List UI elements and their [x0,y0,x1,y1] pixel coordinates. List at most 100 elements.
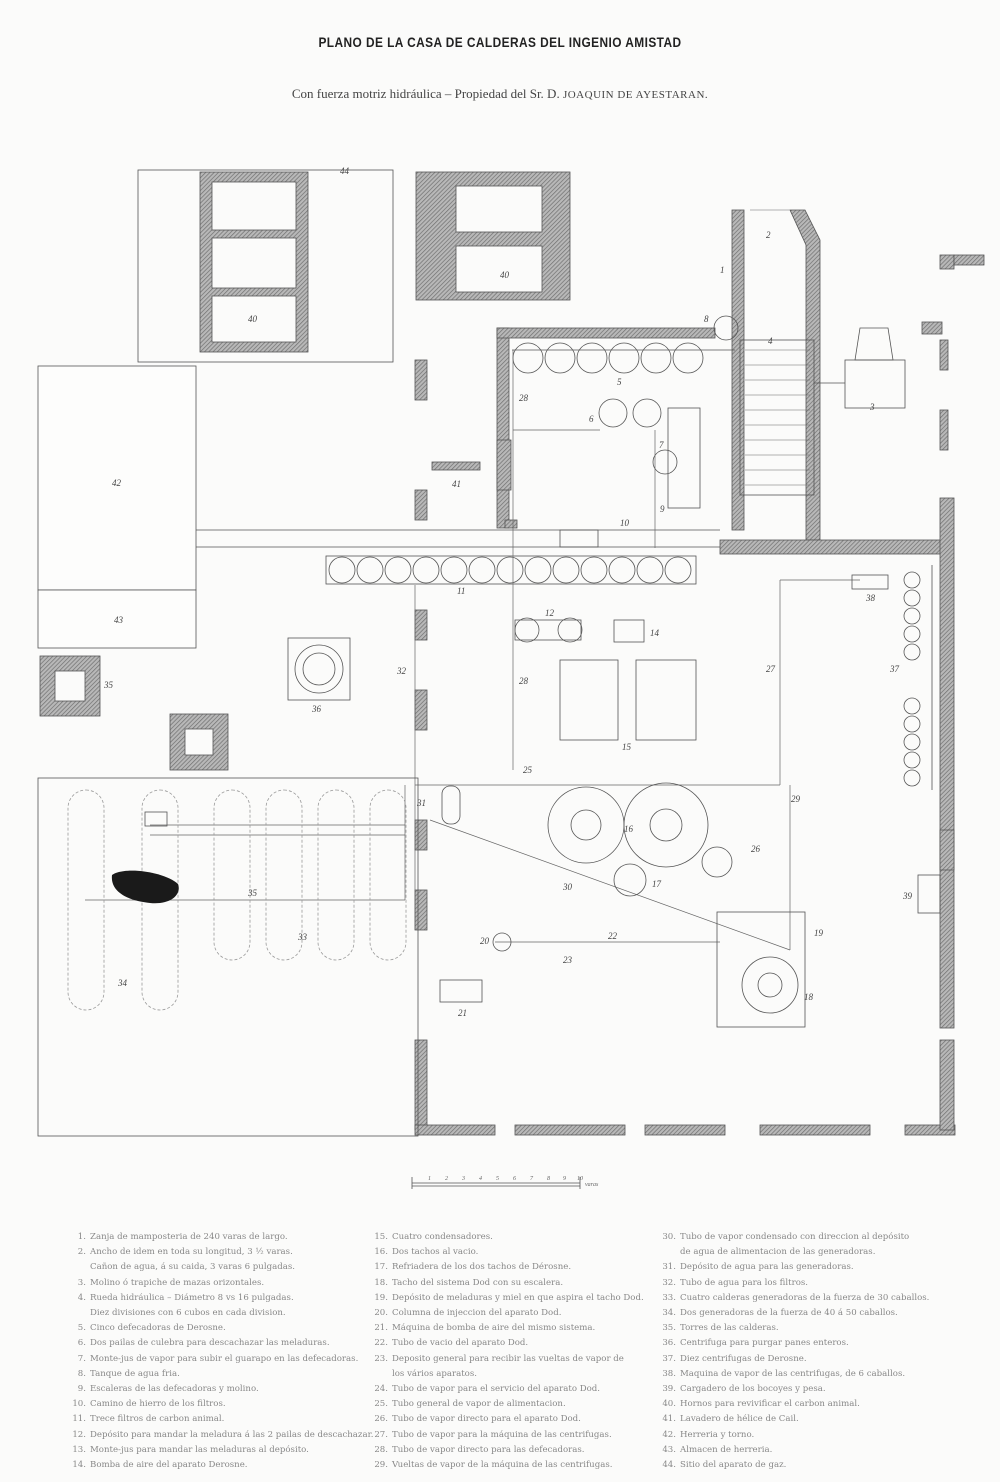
label-38: 38 [865,593,876,603]
legend-number: 29. [374,1460,388,1471]
legend-text: Tubo de vapor para el servicio del apara… [392,1384,601,1395]
legend-number: 40. [662,1399,676,1410]
legend-text: Vueltas de vapor de la máquina de las ce… [392,1460,613,1471]
legend-number: 44. [662,1460,676,1471]
label-8: 8 [704,314,709,324]
legend-text: Escaleras de las defecadoras y molino. [90,1384,259,1395]
legend-text: Sitio del aparato de gaz. [680,1460,787,1471]
legend-item: 19.Depósito de meladuras y miel en que a… [372,1291,643,1306]
legend-text: Dos generadoras de la fuerza de 40 á 50 … [680,1308,898,1319]
legend-number: 7. [77,1353,86,1364]
legend-text: Rueda hidráulica – Diámetro 8 vs 16 pulg… [90,1292,294,1303]
label-14: 14 [650,628,660,638]
legend-text: Ancho de idem en toda su longitud, 3 ½ v… [90,1247,293,1258]
vacuum-pan [547,786,625,864]
label-11: 11 [457,586,465,596]
legend-item: 40. Hornos para revivificar el carbon ani… [660,1397,929,1412]
legend-text: Camino de hierro de los filtros. [90,1399,226,1410]
legend-item: 44. Sitio del aparato de gaz. [660,1458,929,1473]
label-30: 30 [562,882,573,892]
legend-text: Depósito para mandar la meladura á las 2… [90,1429,374,1440]
legend-number: 11. [72,1414,86,1425]
label-10: 10 [620,518,630,528]
water-wheel [739,339,815,496]
vacuum-pan [623,782,709,868]
label-32: 32 [396,666,407,676]
legend-text: Cargadero de los bocoyes y pesa. [680,1384,826,1395]
legend-item: 39. Cargadero de los bocoyes y pesa. [660,1382,929,1397]
condenser [559,659,619,741]
legend-number: 15. [374,1232,388,1242]
label-40: 40 [248,314,258,324]
legend-number: 2. [77,1247,86,1258]
legend-number: 17. [374,1262,388,1273]
label-1: 1 [720,265,725,275]
legend-text-continued: Cañon de agua, á su caida, 3 varas 6 pul… [90,1262,295,1273]
legend-item: 18.Tacho del sistema Dod con su escalera… [372,1276,644,1291]
legend-text: Refriadera de los dos tachos de Dérosne. [392,1262,572,1273]
derosne-centrifuges [903,565,933,790]
legend-item: 3.Molino ó trapiche de mazas orizontales… [70,1276,373,1291]
scale-tick: 10 [577,1176,583,1182]
legend-text: Trece filtros de carbon animal. [90,1414,225,1425]
legend-item: 23.Deposito general para recibir las vue… [372,1352,644,1367]
legend-text: Cinco defecadoras de Derosne. [90,1323,226,1334]
legend-item: 25.Tubo general de vapor de alimentacion… [372,1397,644,1412]
legend-number: 1. [77,1232,86,1242]
legend-number: 19. [374,1292,388,1303]
legend-number: 25. [374,1399,388,1410]
condenser [635,659,697,741]
label-18: 18 [804,992,814,1002]
legend-text: Monte-jus de vapor para subir el guarapo… [90,1353,359,1364]
legend-number: 23. [374,1353,388,1364]
legend-item: 38.Maquina de vapor de las centrifugas, … [660,1367,929,1382]
legend-item: 16.Dos tachos al vacio. [372,1245,644,1260]
scale-bar [411,1177,581,1189]
air-pump-machine [439,979,483,1003]
legend-number: 34. [662,1308,676,1319]
legend-number: 22. [374,1338,388,1349]
legend-number: 9. [77,1384,86,1395]
smithy [37,365,197,591]
label-35b: 35 [247,888,258,898]
legend-text: Columna de injeccion del aparato Dod. [392,1308,562,1319]
legend-item: 2. Ancho de idem en toda su longitud, 3 ½… [70,1245,373,1260]
legend-number: 18. [374,1277,388,1288]
scale-tick: 8 [547,1176,550,1182]
legend-item: 17. Refriadera de los dos tachos de Déros… [372,1260,644,1275]
walls [414,209,985,1136]
legend-number: 30. [662,1232,676,1242]
legend-text-continued: de agua de alimentacion de las generador… [680,1247,876,1258]
legend-item: 1. Zanja de mamposteria de 240 varas de l… [70,1230,373,1245]
legend-number: 3. [77,1277,86,1288]
legend-number: 39. [662,1384,676,1395]
label-26: 26 [751,844,761,854]
legend-text: Máquina de bomba de aire del mismo siste… [392,1323,596,1334]
legend-item: 5. Cinco defecadoras de Derosne. [70,1321,373,1336]
legend-text-continued: los vários aparatos. [392,1368,477,1379]
label-20: 20 [480,936,490,946]
legend-text: Tubo de agua para los filtros. [680,1277,809,1288]
legend-number: 26. [374,1414,388,1425]
label-29: 29 [791,794,801,804]
legend-item: 32.Tubo de agua para los filtros. [660,1276,929,1291]
legend-item: 28.Tubo de vapor directo para las defeca… [372,1443,644,1458]
legend-item: 41.Lavadero de hélice de Cail. [660,1412,929,1427]
legend-text: Hornos para revivificar el carbon animal… [680,1399,860,1410]
label-28b: 28 [519,676,529,686]
rail-wagon [559,529,599,548]
plan-subtitle: Con fuerza motriz hidráulica – Propiedad… [0,86,1000,102]
legend-number: 42. [662,1429,676,1440]
plan-labels: 1 2 3 4 5 6 7 8 9 10 11 12 14 15 16 17 1… [103,166,913,1018]
boiler-house [37,777,419,1137]
legend-number: 5. [77,1323,86,1334]
legend-text: Torres de las calderas. [680,1323,779,1334]
legend-text: Diez centrifugas de Derosne. [680,1353,807,1364]
legend-number: 4. [77,1292,86,1303]
label-33: 33 [297,932,308,942]
dark-blot [111,870,179,904]
legend-text: Zanja de mamposteria de 240 varas de lar… [90,1232,288,1242]
legend-text: Herreria y torno. [680,1429,755,1440]
legend-item: 43.Almacen de herreria. [660,1443,929,1458]
label-16: 16 [624,824,634,834]
